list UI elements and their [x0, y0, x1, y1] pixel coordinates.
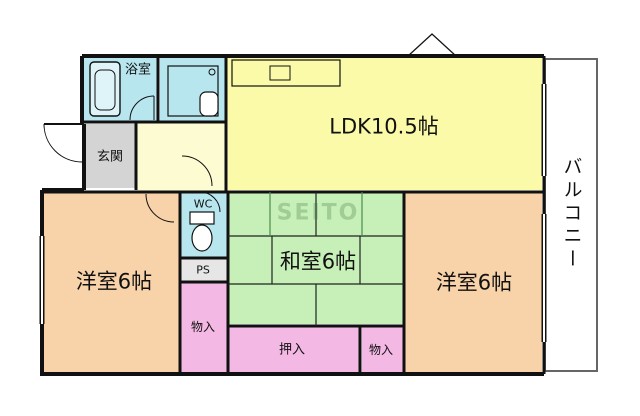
watermark-logo: SEITO — [276, 200, 360, 226]
wc-label: WC — [193, 197, 213, 211]
closet-left-area — [180, 282, 228, 372]
closet-left-label: 物入 — [190, 320, 216, 334]
entrance-area — [86, 124, 136, 188]
ps-label: PS — [196, 263, 210, 277]
western-room-right-label: 洋室6帖 — [435, 270, 513, 295]
western-room-left-label: 洋室6帖 — [75, 269, 153, 294]
western-room-right-area — [404, 192, 542, 372]
western-room-left-area — [44, 192, 180, 372]
bath-label: 浴室 — [124, 62, 152, 78]
closet-right-area — [362, 326, 404, 372]
oshiire-label: 押入 — [278, 342, 306, 358]
ldk-label: LDK10.5帖 — [329, 114, 439, 139]
ps-area — [180, 258, 228, 282]
entrance-label: 玄関 — [96, 149, 124, 165]
japanese-room-label: 和室6帖 — [279, 249, 357, 274]
balcony-label: バルコニー — [560, 156, 583, 272]
closet-right-label: 物入 — [368, 343, 394, 357]
hall-area — [136, 122, 228, 192]
oshiire-area — [228, 326, 360, 372]
